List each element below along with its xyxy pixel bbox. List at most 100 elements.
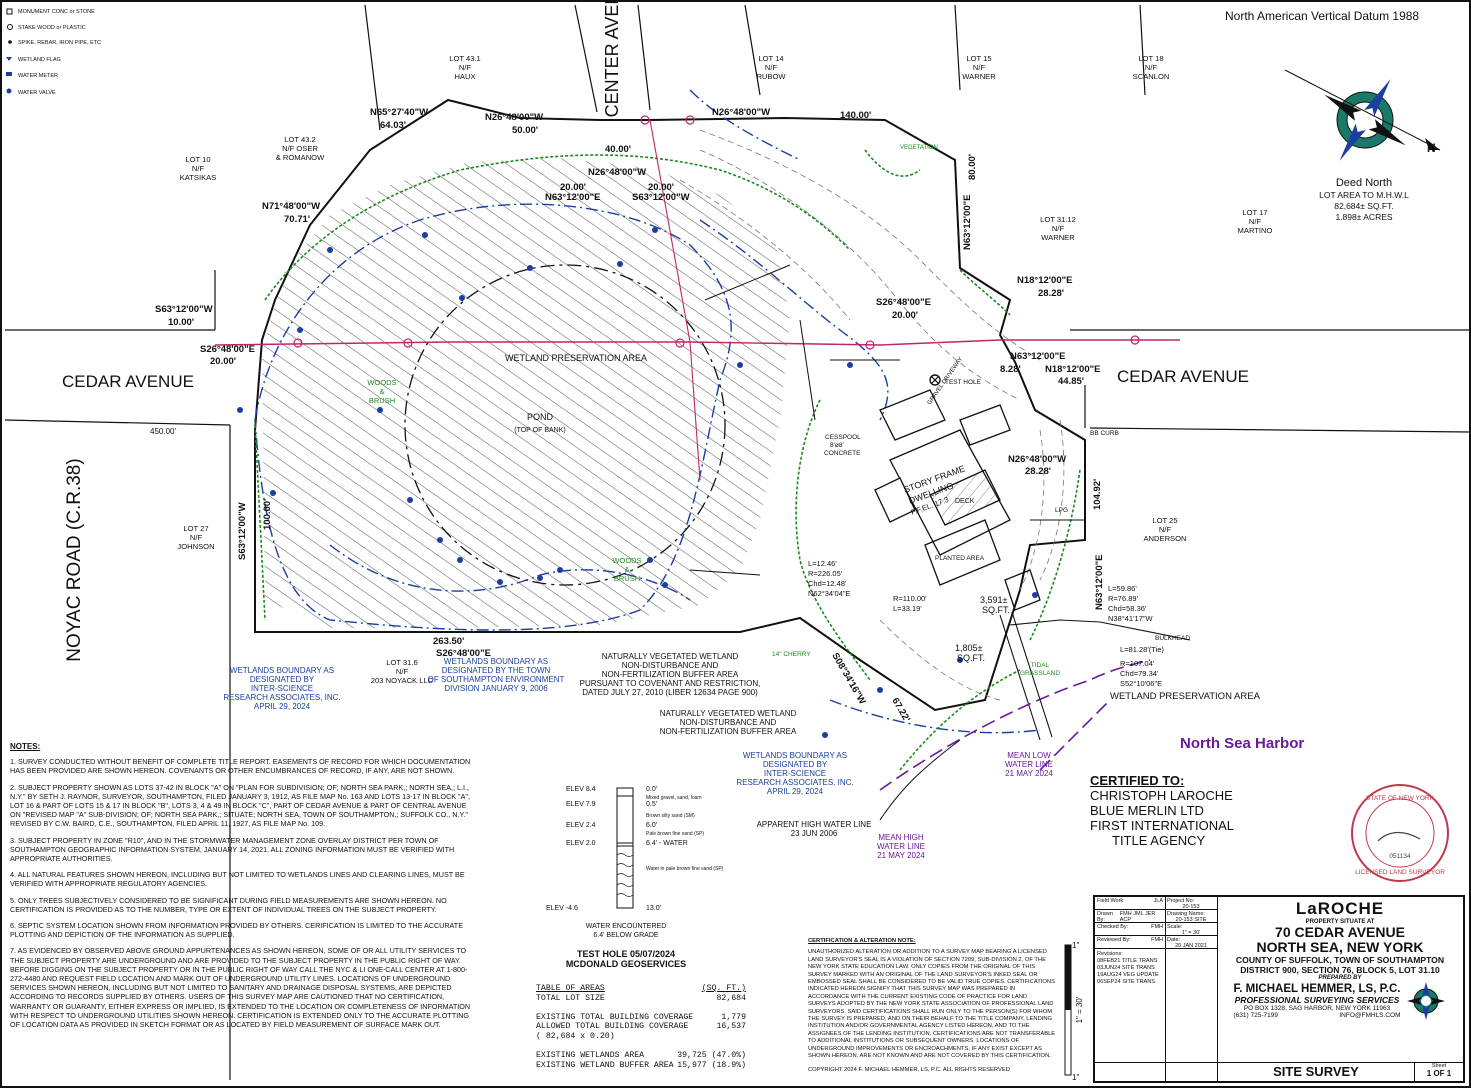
lot-label: LOT 25 [1152, 516, 1177, 525]
scale-top: 1" [1072, 941, 1079, 950]
plan-labels: WETLAND PRESERVATION AREA POND (TOP OF B… [150, 145, 1304, 752]
bearing: N18°12'00"E [1017, 275, 1072, 286]
soil: Brown silty sand (SM) [646, 813, 695, 819]
firm-compass-logo [1407, 982, 1446, 1020]
contour-lines [679, 129, 1065, 701]
distance: 20.00' [892, 310, 918, 321]
callout-line: WATER LINE [1005, 760, 1053, 769]
wetland-preservation-label: WETLAND PRESERVATION AREA [505, 353, 647, 363]
woods-label: & [624, 565, 629, 574]
callout-line: 21 MAY 2024 [877, 851, 925, 860]
tb-label: Field Work: [1097, 898, 1125, 904]
callouts: WETLANDS BOUNDARY AS DESIGNATED BY INTER… [223, 652, 1053, 860]
lot-label: ANDERSON [1143, 534, 1186, 543]
pond-label: POND [527, 412, 554, 422]
lot-label: N/F [396, 667, 409, 676]
prepared-by: PREPARED BY [1318, 975, 1362, 981]
area-label: ( 82,684 x 0.20) [536, 1031, 615, 1041]
legend-item: WATER VALVE [18, 90, 56, 96]
area-label: TOTAL LOT SIZE [536, 993, 605, 1003]
bearing: S63°12'00"W [632, 192, 690, 203]
property-boundary [254, 98, 1086, 712]
curve-label: Chd=12.48' [808, 579, 847, 588]
distance: 100.00' [262, 499, 273, 530]
woods-label: WOODS [367, 378, 396, 387]
lot-label: LOT 31.6 [386, 658, 418, 667]
callout-line: NON-FERTILIZATION BUFFER AREA [660, 727, 797, 736]
elev: ELEV 2.4 [566, 822, 596, 829]
bearing: N18°12'00"E [1045, 364, 1100, 375]
bb-curb-label: BB CURB [1090, 430, 1119, 437]
bearing: S26°48'00"E [436, 648, 491, 659]
center-avenue-label: CENTER AVENUE [602, 0, 622, 117]
lot-label: SCANLON [1133, 72, 1170, 81]
depth: 6.0' [646, 822, 657, 829]
certified-name: FIRST INTERNATIONAL [1090, 818, 1234, 833]
lot-label: LOT 18 [1138, 54, 1163, 63]
wetland-hatch-area [262, 158, 790, 628]
curve-label: Chd=58.36' [1108, 604, 1147, 613]
tb-label: Date: [1167, 937, 1181, 943]
callout-line: DESIGNATED BY [763, 760, 828, 769]
scale-bottom: 1" [1072, 1073, 1079, 1082]
soil: Water in pale brown fine sand (SP) [646, 866, 724, 872]
surveyor-seal [1351, 784, 1449, 882]
bearing: S26°48'00"E [200, 344, 255, 355]
bearing: N71°48'00"W [262, 201, 320, 212]
area-header: (SQ. FT.) [701, 984, 746, 993]
cesspool-label: CONCRETE [824, 450, 861, 457]
area-label: EXISTING TOTAL BUILDING COVERAGE [536, 1012, 694, 1022]
test-hole-log: ELEV 8.4 ELEV 7.9 ELEV 2.4 ELEV 2.0 ELEV… [546, 786, 724, 969]
lot-label: HAUX [454, 72, 475, 81]
deed-line: 82,684± SQ.FT. [1334, 201, 1393, 211]
bearing: N26°48'00"W [485, 112, 543, 123]
scale-mid: 1" = 30' [1075, 996, 1084, 1023]
tidal-label: GRASSLAND [1020, 670, 1060, 677]
water-lines [879, 659, 1151, 821]
wetland-east-label: WETLAND PRESERVATION AREA [1110, 691, 1261, 702]
bearing: S08°34'16"W [829, 651, 867, 706]
bearing: N63°12'00"E [1010, 351, 1065, 362]
title-block-main: LaROCHE PROPERTY SITUATE AT 70 CEDAR AVE… [1217, 897, 1463, 1081]
revision: 06SEP24 SITE TRANS [1097, 979, 1156, 985]
certified-name: TITLE AGENCY [1112, 833, 1206, 848]
certified-to: CERTIFIED TO: CHRISTOPH LAROCHE BLUE MER… [1090, 773, 1234, 848]
deed-north: Deed North [1336, 177, 1392, 189]
revision: 08FEB21 TITLE TRANS [1097, 958, 1158, 964]
curve-label: S52°10'06"E [1120, 679, 1162, 688]
district-line: DISTRICT 900, SECTION 76, BLOCK 5, LOT 3… [1240, 965, 1440, 975]
tb-label: Checked By: [1097, 924, 1129, 930]
planted-area-label: PLANTED AREA [935, 555, 985, 562]
callout-line: INTER-SCIENCE [251, 684, 313, 693]
note-item: 2. SUBJECT PROPERTY SHOWN AS LOTS 37-42 … [10, 782, 470, 829]
bearing: N26°48'00"W [588, 167, 646, 178]
tb-label: Scale: [1167, 924, 1183, 930]
distance: 80.00' [967, 154, 978, 180]
revision: 19AUG24 VEG UPDATE [1097, 972, 1159, 978]
test-hole-label: TEST HOLE [945, 379, 982, 386]
lot-label: N/F [192, 164, 205, 173]
distance: 28.28' [1038, 288, 1064, 299]
lot-label: N/F [973, 63, 986, 72]
lot-label: N/F [1159, 525, 1172, 534]
revision: 03JUN24 SITE TRANS [1097, 965, 1155, 971]
area-label: 3,591± [980, 595, 1008, 605]
title-block-footer: SITE SURVEY Sheet 1 OF 1 [1095, 1062, 1463, 1081]
test-hole-title: MCDONALD GEOSERVICES [566, 959, 686, 969]
firm-phone: (631) 725-7199 [1233, 1012, 1278, 1019]
callout-line: DIVISION JANUARY 9, 2006 [444, 684, 548, 693]
firm-name: F. MICHAEL HEMMER, LS, P.C. [1233, 983, 1401, 995]
distance: 50.00' [512, 125, 538, 136]
firm-email: INFO@FMHLS.COM [1339, 1012, 1401, 1019]
lpg-label: LPG [1055, 507, 1068, 514]
area-value: 1,779 [721, 1012, 746, 1022]
lot-label: WARNER [962, 72, 996, 81]
cesspool-label: CESSPOOL [825, 434, 861, 441]
distance: 20.00' [560, 182, 586, 193]
woods-label: WOODS [612, 556, 641, 565]
title-block: Field Work:JLA Drawn By:FMH JML JER ACP … [1093, 895, 1465, 1083]
note-item: 6. SEPTIC SYSTEM LOCATION SHOWN FROM INF… [10, 921, 463, 940]
tb-value: 1" = 30' [1181, 930, 1201, 936]
